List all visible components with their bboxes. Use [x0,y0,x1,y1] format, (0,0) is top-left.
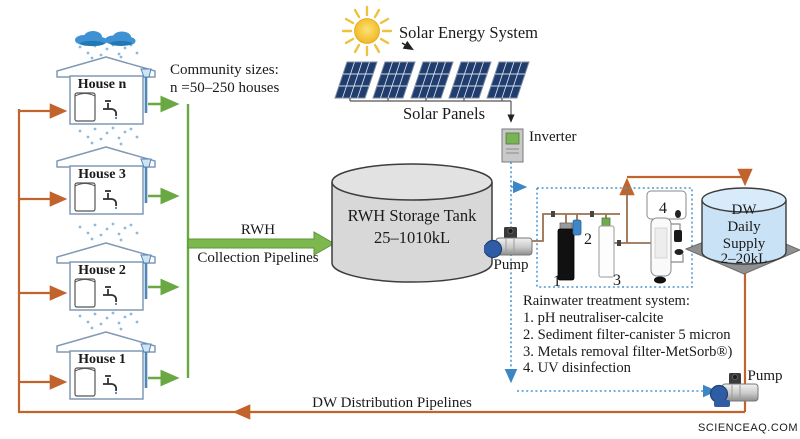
rain-icon [78,222,139,242]
solar-pointer-arrow [401,40,414,51]
unit-number-2: 2 [584,231,592,248]
house-1: House 1 [56,311,156,400]
treatment-title: Rainwater treatment system: [523,293,690,309]
sun-icon [341,5,393,57]
treatment-item-4: 4. UV disinfection [523,360,632,376]
tap-icon [103,286,118,306]
watermark: SCIENCEAQ.COM [698,422,798,434]
roof [56,146,156,168]
pump2-label: Pump [747,368,782,384]
sediment-filter-unit [572,219,582,236]
uv-disinfection-unit [646,190,687,284]
solar-panel-array [334,61,530,123]
downspout-icon [140,254,152,299]
house-3: House 3 [56,126,156,215]
solar-panel-icon [334,61,378,99]
water-tank-icon [74,367,96,397]
storage-tank-label-line1: RWH Storage Tank [348,206,477,225]
treatment-item-1: 1. pH neutraliser-calcite [523,310,663,326]
rain-icon [78,311,139,331]
downspout-icon [140,343,152,388]
inverter-label: Inverter [529,129,576,145]
downspout-icon [140,158,152,203]
house-n: House n [56,43,156,125]
house-label: House 3 [78,167,126,182]
tap-icon [103,190,118,210]
roof [56,242,156,264]
collection-label-line2: Collection Pipelines [197,250,318,266]
storage-tank-label-line2: 25–1010kL [374,228,450,247]
treatment-item-2: 2. Sediment filter-canister 5 micron [523,327,731,343]
dw-tank-line4: 2–20kL [721,251,768,267]
collection-big-arrow [187,231,336,256]
panel-rack-wiring [349,98,515,123]
tap-icon [103,375,118,395]
distribution-label: DW Distribution Pipelines [312,395,472,411]
dw-tank-line1: DW [732,202,758,218]
solar-panel-icon [448,61,492,99]
roof [56,331,156,353]
roof [56,56,156,78]
water-tank-icon [74,182,96,212]
inverter-icon [501,128,524,163]
dw-tank-line2: Daily [727,219,761,235]
solar-system-label: Solar Energy System [399,23,538,42]
solar-panel-icon [410,61,454,99]
pump1-label: Pump [493,257,528,273]
distribution-main-pipe [17,109,745,414]
rwh-storage-tank: RWH Storage Tank 25–1010kL [331,163,493,283]
unit-number-4: 4 [659,200,667,217]
tap-icon [103,100,118,120]
pump1-icon [483,227,533,259]
collection-label-line1: RWH [241,222,275,238]
community-size-line1: Community sizes: [170,62,279,78]
pump2-icon [709,373,759,407]
dw-daily-supply-tank: DW Daily Supply 2–20kL [701,187,787,267]
rain-cloud-icon [75,31,136,47]
house-label: House 2 [78,263,126,278]
ph-neutraliser-unit [557,222,575,281]
solar-panel-icon [486,61,530,99]
community-size-line2: n =50–250 houses [170,80,279,96]
solar-panels-label: Solar Panels [403,104,485,123]
water-tank-icon [74,278,96,308]
downspout-icon [140,68,152,113]
metals-removal-filter-unit [598,217,615,278]
solar-panel-icon [372,61,416,99]
dw-tank-line3: Supply [723,236,766,252]
rain-icon [78,126,139,146]
treatment-valves [551,211,621,246]
power-lines [504,162,718,398]
treatment-legend: Rainwater treatment system: 1. pH neutra… [523,293,733,376]
house-2: House 2 [56,222,156,311]
house-label: House n [78,77,127,92]
rwh-collection-pipes [148,95,190,387]
unit-number-1: 1 [553,273,561,290]
unit-number-3: 3 [613,272,621,289]
water-tank-icon [74,92,96,122]
treatment-item-3: 3. Metals removal filter-MetSorb®) [523,344,733,360]
house-label: House 1 [78,352,126,367]
treatment-system-box [536,187,693,288]
